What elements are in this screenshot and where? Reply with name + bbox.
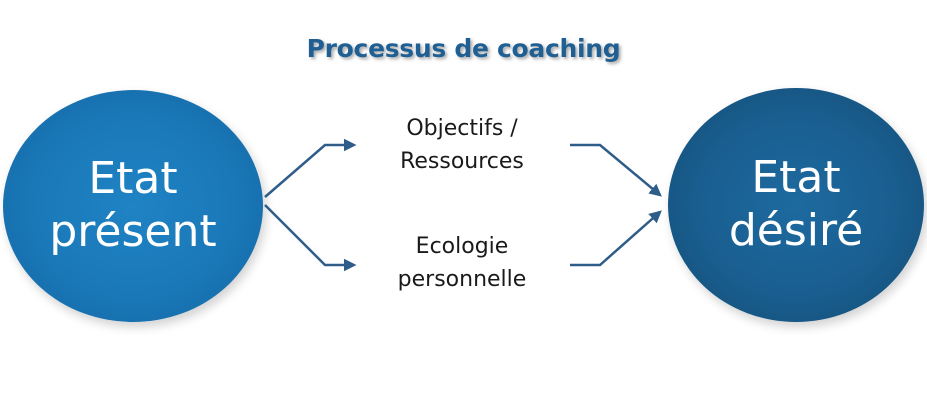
objectives-line2: Ressources: [400, 149, 524, 174]
personal-ecology-label: Ecologie personnelle: [352, 230, 572, 296]
arrow-objectives-to-desired: [570, 143, 662, 197]
arrow-present-to-ecology: [264, 204, 357, 272]
ecology-line2: personnelle: [397, 267, 527, 292]
objectives-line1: Objectifs /: [406, 116, 518, 141]
objectives-resources-label: Objectifs / Ressources: [352, 112, 572, 178]
desired-state-line1: Etat: [751, 152, 841, 204]
present-state-line2: présent: [49, 206, 217, 257]
arrow-present-to-objectives: [264, 138, 357, 198]
diagram-title: Processus de coaching: [306, 34, 621, 63]
present-state-circle: Etat présent: [3, 90, 263, 322]
ecology-line1: Ecologie: [415, 234, 509, 259]
desired-state-circle: Etat désiré: [668, 88, 924, 322]
arrow-ecology-to-desired: [570, 210, 662, 267]
present-state-line1: Etat: [88, 153, 178, 205]
desired-state-line2: désiré: [728, 205, 864, 256]
